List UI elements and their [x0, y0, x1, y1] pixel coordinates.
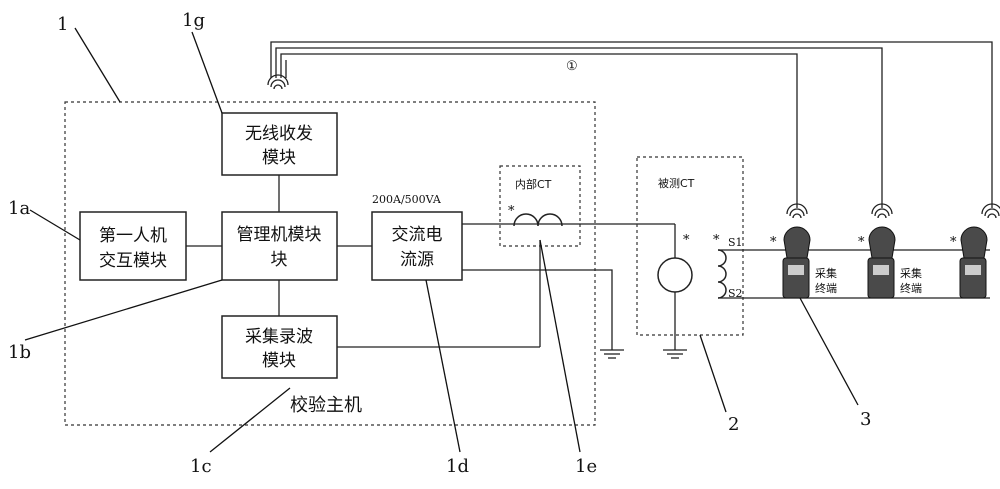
internal-ct-coil — [513, 213, 563, 227]
leader-lines — [24, 27, 859, 453]
tested-ct-label: 被测CT — [658, 177, 695, 190]
clamp-star: * — [858, 235, 865, 250]
svg-text:模块: 模块 — [262, 351, 296, 371]
svg-text:管理机模块: 管理机模块 — [237, 225, 322, 245]
clamp-terminal — [867, 203, 896, 299]
ac-source-module: 交流电 流源 — [371, 211, 463, 281]
ref-label-internal-ct: 1e — [575, 456, 597, 477]
clamp-terminal — [782, 203, 811, 299]
clamp-terminal — [959, 203, 1000, 299]
clamp-star: * — [950, 235, 957, 250]
internal-ct-label: 内部CT — [515, 177, 552, 191]
internal-ct-boundary — [499, 165, 581, 247]
source-star: * — [683, 233, 690, 248]
hmi-module: 第一人机 交互模块 — [79, 211, 187, 281]
tested-ct-source — [657, 224, 693, 359]
ref-label-wireless: 1g — [182, 10, 205, 31]
svg-text:模块: 模块 — [262, 148, 296, 168]
svg-text:块: 块 — [271, 250, 288, 270]
ref-label-tested-ct: 2 — [728, 414, 739, 435]
wireless-link-lines — [270, 41, 993, 208]
source-wiring — [462, 223, 675, 359]
ref-label-manager: 1b — [8, 342, 31, 363]
host-title: 校验主机 — [290, 395, 362, 416]
svg-text:交流电: 交流电 — [392, 225, 443, 245]
ref-label-recorder: 1c — [190, 456, 212, 477]
svg-text:流源: 流源 — [400, 250, 434, 270]
host-boundary — [64, 101, 596, 426]
manager-module: 管理机模块 块 — [221, 211, 338, 281]
tested-ct-coil — [717, 249, 727, 299]
terminal-label: 终端 — [815, 281, 837, 295]
internal-ct-star: * — [508, 204, 515, 219]
internal-connections — [186, 175, 541, 348]
terminal-label: 采集 — [900, 266, 922, 280]
ref-label-source: 1d — [446, 456, 469, 477]
secondary-loop — [718, 249, 990, 299]
svg-text:第一人机: 第一人机 — [99, 226, 167, 246]
s1-label: S1 — [728, 236, 743, 249]
terminal-label: 终端 — [900, 281, 922, 295]
terminal-label: 采集 — [815, 266, 837, 280]
ref-label-host: 1 — [57, 14, 68, 35]
host-antenna-icon — [267, 74, 289, 90]
svg-text:无线收发: 无线收发 — [245, 124, 313, 144]
tested-ct-boundary — [636, 156, 744, 336]
wireless-module: 无线收发 模块 — [221, 112, 338, 176]
svg-text:采集录波: 采集录波 — [245, 327, 313, 347]
ref-label-terminals: 3 — [860, 409, 871, 430]
link-marker: ① — [566, 59, 578, 74]
recorder-module: 采集录波 模块 — [221, 315, 338, 379]
clamp-star: * — [770, 235, 777, 250]
secondary-star: * — [713, 233, 720, 248]
s2-label: S2 — [728, 287, 743, 300]
svg-text:交互模块: 交互模块 — [99, 251, 167, 271]
source-rating: 200A/500VA — [372, 193, 442, 206]
ref-label-hmi: 1a — [8, 198, 30, 219]
